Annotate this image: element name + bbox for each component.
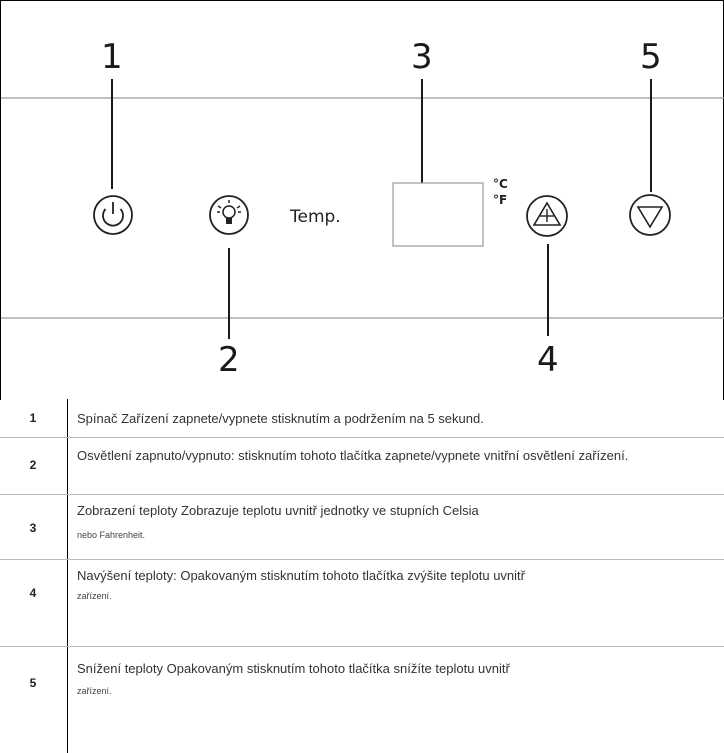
temp-up-icon[interactable] [526, 195, 568, 237]
diagram-lines [1, 79, 724, 339]
callout-3: 3 [411, 37, 433, 77]
legend-text: Navýšení teploty: Opakovaným stisknutím … [77, 568, 525, 583]
legend-row-3: 3 Zobrazení teploty Zobrazuje teplotu uv… [0, 495, 724, 560]
legend-note: zařízení. [77, 591, 112, 601]
legend-note: zařízení. [77, 686, 112, 696]
legend-num: 2 [29, 458, 37, 472]
legend-row-4: 4 Navýšení teploty: Opakovaným stisknutí… [0, 560, 724, 647]
legend-text: Zobrazení teploty Zobrazuje teplotu uvni… [77, 503, 479, 518]
temp-down-icon[interactable] [629, 194, 671, 236]
legend-row-2: 2 Osvětlení zapnuto/vypnuto: stisknutím … [0, 438, 724, 495]
legend-text: Osvětlení zapnuto/vypnuto: stisknutím to… [77, 448, 629, 463]
legend-num: 1 [29, 411, 37, 425]
legend-num: 3 [29, 521, 37, 535]
legend-note: nebo Fahrenheit. [77, 530, 146, 540]
legend-num: 4 [29, 586, 37, 600]
legend-text: Spínač Zařízení zapnete/vypnete stisknut… [77, 411, 484, 426]
callout-4: 4 [537, 340, 559, 380]
callout-1: 1 [101, 37, 123, 77]
temperature-display [392, 182, 484, 247]
legend-row-1: 1 Spínač Zařízení zapnete/vypnete stiskn… [0, 399, 724, 438]
control-panel-diagram: 1 2 3 4 5 Temp. °C °F [0, 0, 724, 400]
unit-celsius: °C [493, 177, 508, 191]
power-icon[interactable] [93, 195, 133, 235]
unit-fahrenheit: °F [493, 193, 508, 207]
legend-table: 1 Spínač Zařízení zapnete/vypnete stiskn… [0, 399, 724, 753]
callout-2: 2 [218, 340, 240, 380]
callout-5: 5 [640, 37, 662, 77]
light-bulb-icon[interactable] [209, 195, 249, 235]
legend-text: Snížení teploty Opakovaným stisknutím to… [77, 661, 510, 676]
temp-label: Temp. [290, 207, 341, 227]
legend-num: 5 [29, 676, 37, 690]
legend-row-5: 5 Snížení teploty Opakovaným stisknutím … [0, 647, 724, 753]
